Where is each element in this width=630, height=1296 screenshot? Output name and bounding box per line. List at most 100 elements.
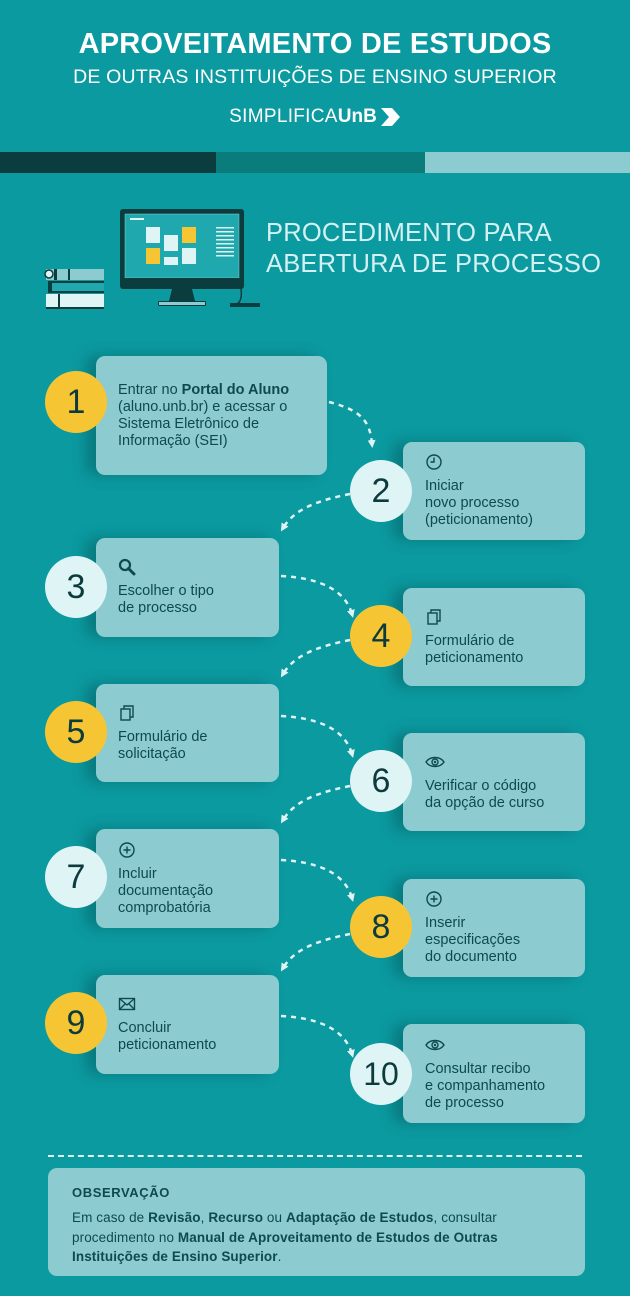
observation-title: OBSERVAÇÃO: [72, 1185, 170, 1200]
stripe-mid: [216, 152, 425, 173]
obs-bold-part: Manual de Aproveitamento de Estudos de O…: [72, 1229, 498, 1265]
arrow-2-3: [280, 492, 351, 532]
step-5-number: 5: [45, 701, 107, 763]
step-3-number: 3: [45, 556, 107, 618]
step-6-card: Verificar o código da opção de curso: [403, 733, 585, 831]
step-2-line: Iniciar: [425, 478, 464, 494]
step-5-line: Formulário de: [118, 728, 208, 745]
step-8-number: 8: [350, 896, 412, 958]
step-2-line: (peticionamento): [425, 512, 533, 528]
step-5-card: Formulário de solicitação: [96, 684, 279, 782]
step-1-line: Sistema Eletrônico de: [118, 415, 260, 432]
page-subtitle: DE OUTRAS INSTITUIÇÕES DE ENSINO SUPERIO…: [73, 66, 557, 88]
step-8-line: do documento: [425, 949, 517, 965]
arrow-1-2: [328, 400, 376, 448]
mail-icon: [118, 997, 136, 1011]
header: APROVEITAMENTO DE ESTUDOS DE OUTRAS INST…: [0, 0, 630, 152]
plus-circle-icon: [119, 841, 135, 858]
step-10-line: de processo: [425, 1094, 504, 1111]
copy-icon: [120, 704, 134, 721]
step-7-card: Incluir documentação comprobatória: [96, 829, 279, 928]
obs-text-part: .: [277, 1249, 282, 1264]
computer-books-illustration: [44, 209, 260, 309]
step-3-line: de processo: [118, 600, 197, 616]
section-heading-line1: PROCEDIMENTO PARA: [266, 219, 552, 247]
obs-bold-part: Revisão: [148, 1210, 201, 1225]
step-7-text: Incluir documentação comprobatória: [118, 866, 279, 917]
step-6-text: Verificar o código da opção de curso: [425, 778, 585, 812]
stripe-light: [425, 152, 630, 173]
step-1-card: Entrar no Portal do Aluno (aluno.unb.br)…: [96, 356, 327, 475]
arrow-7-8: [280, 858, 355, 902]
step-5-text: Formulário de solicitação: [118, 729, 279, 763]
step-2-number: 2: [350, 460, 412, 522]
obs-text-part: Em caso de: [72, 1210, 149, 1225]
step-10-text: Consultar recibo e companhamento de proc…: [425, 1061, 585, 1112]
observation-text: Em caso de Revisão, Recurso ou Adaptação…: [72, 1208, 561, 1267]
step-9-line: peticionamento: [118, 1037, 217, 1053]
obs-bold-part: Recurso: [208, 1210, 264, 1225]
step-5-line: solicitação: [118, 745, 186, 762]
plus-circle-icon: [426, 891, 442, 907]
arrow-9-10: [280, 1014, 355, 1058]
step-3-text: Escolher o tipo de processo: [118, 583, 279, 617]
step-7-line: Incluir: [118, 865, 157, 882]
copy-icon: [427, 608, 441, 625]
step-6-number: 6: [350, 750, 412, 812]
step-4-number: 4: [350, 605, 412, 667]
step-10-line: Consultar recibo: [425, 1060, 531, 1077]
step-2-text: Iniciar novo processo (peticionamento): [425, 478, 585, 529]
arrow-5-6: [280, 714, 355, 758]
section-heading: PROCEDIMENTO PARA ABERTURA DE PROCESSO: [266, 218, 601, 280]
search-icon: [118, 558, 136, 576]
step-2-card: Iniciar novo processo (peticionamento): [403, 442, 585, 540]
step-3-line: Escolher o tipo: [118, 583, 214, 599]
obs-bold-part: Adaptação de Estudos: [285, 1210, 434, 1225]
step-9-number: 9: [45, 992, 107, 1054]
step-9-card: Concluir peticionamento: [96, 975, 279, 1074]
step-2-line: novo processo: [425, 495, 520, 511]
arrow-4-5: [280, 638, 351, 678]
brand-light-text: SIMPLIFICA: [229, 106, 338, 127]
step-10-line: e companhamento: [425, 1077, 546, 1094]
arrow-8-9: [280, 932, 351, 972]
step-1-bold: Portal do Aluno: [181, 381, 290, 398]
section-heading-line2: ABERTURA DE PROCESSO: [266, 250, 602, 278]
step-7-number: 7: [45, 846, 107, 908]
obs-text-part: ou: [263, 1210, 286, 1225]
step-10-card: Consultar recibo e companhamento de proc…: [403, 1024, 585, 1123]
stripe-dark: [0, 152, 216, 173]
step-9-line: Concluir: [118, 1020, 172, 1036]
step-1-line: Entrar no: [118, 381, 182, 398]
obs-text-part: ,: [200, 1210, 209, 1225]
step-8-text: Inserir especificações do documento: [425, 915, 585, 966]
page-title: APROVEITAMENTO DE ESTUDOS: [78, 28, 552, 60]
step-8-line: especificações: [425, 932, 521, 948]
eye-icon: [425, 1039, 445, 1050]
arrow-3-4: [280, 574, 355, 618]
step-4-line: Formulário de: [425, 632, 515, 649]
observation-box: OBSERVAÇÃO Em caso de Revisão, Recurso o…: [48, 1168, 585, 1276]
arrow-6-7: [280, 784, 351, 824]
step-1-number: 1: [45, 371, 107, 433]
chevron-right-icon: [380, 108, 400, 126]
step-9-text: Concluir peticionamento: [118, 1020, 279, 1054]
step-4-text: Formulário de peticionamento: [425, 633, 585, 667]
step-3-card: Escolher o tipo de processo: [96, 538, 279, 637]
divider: [48, 1155, 582, 1157]
brand-bold-text: UnB: [337, 106, 377, 127]
step-7-line: comprobatória: [118, 899, 211, 916]
step-10-number: 10: [350, 1043, 412, 1105]
eye-icon: [425, 756, 445, 767]
step-8-card: Inserir especificações do documento: [403, 879, 585, 977]
obs-text-part: , consultar procedimento no: [72, 1210, 497, 1245]
step-6-line: Verificar o código: [425, 777, 537, 794]
step-1-text: Entrar no Portal do Aluno (aluno.unb.br)…: [118, 382, 327, 450]
step-7-line: documentação: [118, 882, 214, 899]
step-1-line: (aluno.unb.br) e acessar o: [118, 398, 288, 415]
step-4-line: peticionamento: [425, 649, 524, 666]
step-1-line: Informação (SEI): [118, 432, 228, 449]
step-8-line: Inserir: [425, 915, 466, 931]
step-4-card: Formulário de peticionamento: [403, 588, 585, 686]
